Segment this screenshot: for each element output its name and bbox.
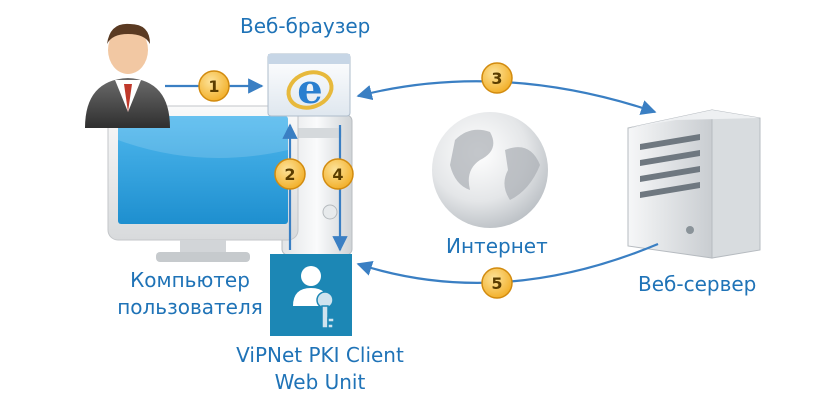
pki-client-keys-icon — [270, 254, 352, 336]
globe-icon — [432, 112, 548, 228]
step-label-4: 4 — [332, 165, 343, 184]
step-label-2: 2 — [284, 165, 295, 184]
computer-label-line1: Компьютер — [130, 268, 250, 292]
monitor-icon — [107, 105, 299, 262]
step-badge-4: 4 — [322, 158, 354, 190]
step-badge-2: 2 — [274, 158, 306, 190]
browser-e-icon: e — [267, 53, 351, 117]
computer-tower — [281, 114, 353, 256]
client-label-line1: ViPNet PKI Client — [236, 343, 404, 367]
svg-text:e: e — [297, 66, 322, 113]
step-badge-3: 3 — [481, 62, 513, 94]
step-label-5: 5 — [491, 274, 502, 293]
server-tower-icon — [627, 109, 761, 259]
step-label-1: 1 — [208, 77, 219, 96]
computer-label-line2: пользователя — [117, 295, 263, 319]
browser-label: Веб-браузер — [240, 14, 371, 38]
user-icon — [85, 23, 170, 128]
step-label-3: 3 — [491, 69, 502, 88]
internet-label: Интернет — [446, 234, 548, 258]
client-label-line2: Web Unit — [274, 370, 366, 394]
step-badge-1: 1 — [198, 70, 230, 102]
server-label: Веб-сервер — [638, 272, 757, 296]
step-badges: 1 2 3 4 5 — [198, 62, 513, 299]
step-badge-5: 5 — [481, 267, 513, 299]
